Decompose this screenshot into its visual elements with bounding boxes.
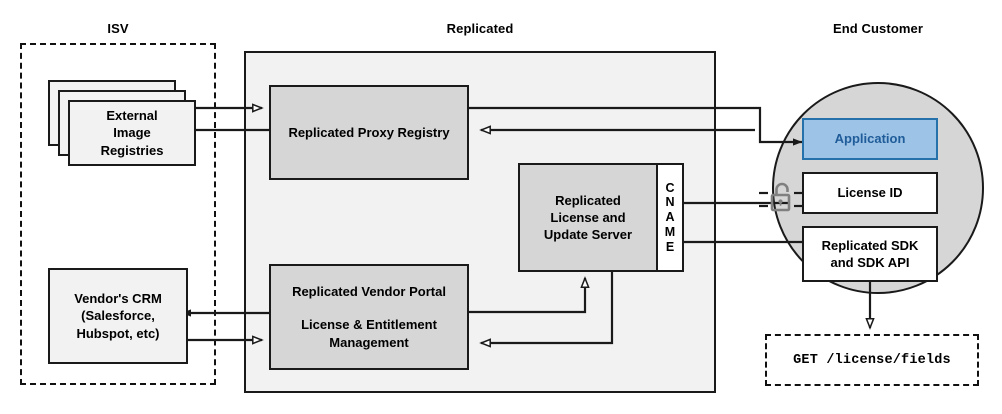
isv-region <box>20 43 216 385</box>
vendor-portal-subtitle: License & Entitlement Management <box>301 317 437 350</box>
replicated-vendor-portal-node[interactable]: Replicated Vendor Portal License & Entit… <box>269 264 469 370</box>
cname-letter-c: C <box>665 180 675 195</box>
replicated-sdk-node[interactable]: Replicated SDK and SDK API <box>802 226 938 282</box>
external-image-registries-node[interactable]: External Image Registries <box>68 100 196 166</box>
replicated-group-title: Replicated <box>446 21 514 36</box>
cname-letter-a: A <box>665 210 675 225</box>
unlocked-padlock-icon <box>767 180 795 214</box>
license-id-node[interactable]: License ID <box>802 172 938 214</box>
application-node[interactable]: Application <box>802 118 938 160</box>
cname-letter-e: E <box>665 239 675 254</box>
isv-group-title: ISV <box>107 21 129 36</box>
edge-portal-to-license-server <box>469 278 585 314</box>
vendors-crm-node[interactable]: Vendor's CRM (Salesforce, Hubspot, etc) <box>48 268 188 364</box>
cname-letter-n: N <box>665 195 675 210</box>
end-customer-group-title: End Customer <box>832 21 924 36</box>
replicated-license-update-server-node[interactable]: Replicated License and Update Server <box>518 163 658 272</box>
api-call-node[interactable]: GET /license/fields <box>765 334 979 386</box>
vendor-portal-title: Replicated Vendor Portal <box>292 284 446 300</box>
edge-license-server-to-portal <box>481 272 614 343</box>
replicated-proxy-registry-node[interactable]: Replicated Proxy Registry <box>269 85 469 180</box>
edge-proxy-to-application <box>469 106 803 146</box>
cname-strip[interactable]: C N A M E <box>656 163 684 272</box>
cname-letter-m: M <box>664 224 676 239</box>
